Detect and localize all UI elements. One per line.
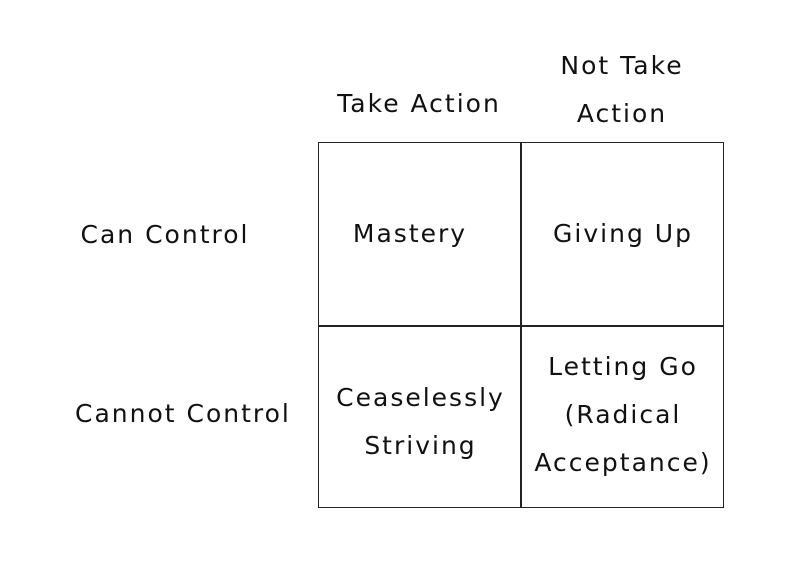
cell-mastery: Mastery	[352, 219, 468, 248]
column-header-not-take-action: Not Take Action	[560, 51, 684, 128]
row-header-cannot-control: Cannot Control	[75, 399, 291, 428]
cell-ceaselessly-striving: Ceaselessly Striving	[336, 383, 505, 460]
grid-horizontal-divider	[319, 325, 723, 327]
cell-letting-go: Letting Go (Radical Acceptance)	[534, 352, 712, 477]
row-header-can-control: Can Control	[80, 220, 250, 249]
cell-giving-up: Giving Up	[553, 219, 693, 248]
column-header-take-action: Take Action	[337, 89, 501, 118]
matrix-grid: Mastery Giving Up Ceaselessly Striving L…	[318, 142, 724, 508]
